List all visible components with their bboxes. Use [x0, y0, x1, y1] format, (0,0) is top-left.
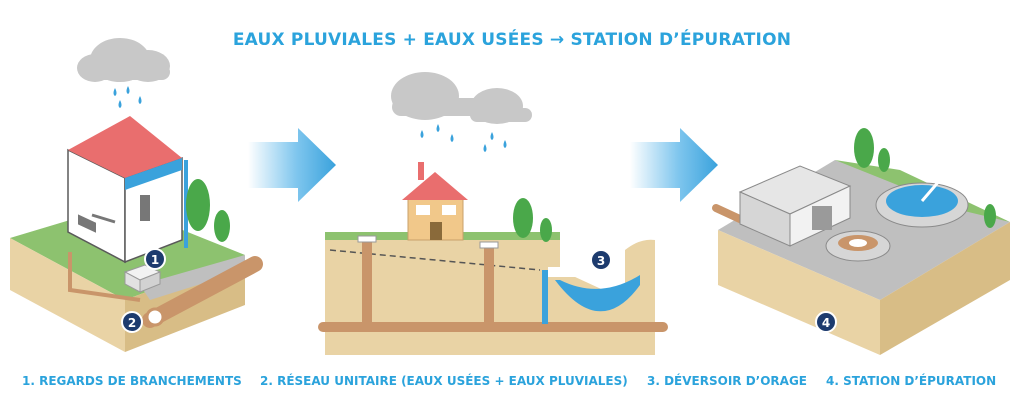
marker-3: 3: [590, 249, 612, 271]
diagram-title: EAUX PLUVIALES + EAUX USÉES → STATION D’…: [232, 30, 792, 50]
marker-1-label: 1: [151, 253, 159, 267]
caption-reseau: 2. RÉSEAU UNITAIRE (EAUX USÉES + EAUX PL…: [260, 374, 628, 388]
marker-1: 1: [144, 248, 166, 270]
marker-2: 2: [121, 311, 143, 333]
scene-sewer-network: [318, 72, 668, 355]
flow-arrow-2: [630, 128, 718, 202]
caption-station: 4. STATION D’ÉPURATION: [826, 374, 997, 388]
caption-regards: 1. REGARDS DE BRANCHEMENTS: [22, 374, 242, 388]
marker-4: 4: [815, 311, 837, 333]
flow-arrow-1: [248, 128, 336, 202]
marker-3-label: 3: [597, 254, 605, 268]
scene-treatment-plant: [712, 128, 1010, 355]
scene-house-block: [10, 38, 263, 352]
marker-2-label: 2: [128, 316, 136, 330]
caption-deversoir: 3. DÉVERSOIR D’ORAGE: [647, 374, 807, 388]
marker-4-label: 4: [822, 316, 830, 330]
